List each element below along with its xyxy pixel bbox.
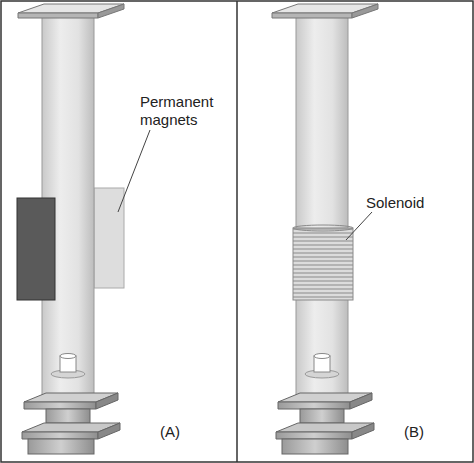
part-label: Permanent magnets xyxy=(140,93,230,129)
column-a xyxy=(17,4,124,454)
panel-divider xyxy=(236,1,238,462)
part-label: Solenoid xyxy=(366,194,456,212)
column-b xyxy=(272,4,378,454)
panel-label: (B) xyxy=(404,423,464,441)
leader-line xyxy=(118,130,150,212)
panel-label: (A) xyxy=(160,423,220,441)
leader-line xyxy=(346,212,372,240)
